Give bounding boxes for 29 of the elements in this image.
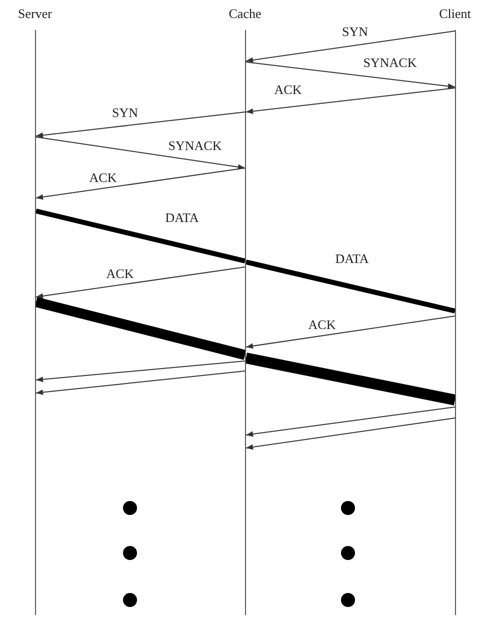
arrow — [36, 136, 246, 170]
arrow — [246, 418, 456, 450]
arrow — [246, 406, 456, 437]
arrow — [36, 266, 246, 299]
arrow — [246, 30, 456, 63]
edge-label: ACK — [307, 318, 337, 332]
arrow — [246, 62, 456, 89]
lifeline-label: Server — [18, 6, 52, 22]
arrow — [36, 360, 246, 382]
edge-label: SYNACK — [362, 56, 418, 70]
edge-label: DATA — [334, 252, 370, 266]
lifeline-label: Client — [439, 6, 471, 22]
arrow — [36, 112, 246, 138]
message-line — [34, 297, 246, 360]
message-line — [35, 208, 246, 264]
arrow — [246, 316, 456, 349]
message-line — [245, 260, 456, 314]
arrow — [36, 168, 246, 200]
arrow — [246, 88, 456, 114]
edge-label: SYNACK — [167, 139, 223, 153]
arrow — [36, 370, 246, 396]
edge-label: SYN — [110, 106, 139, 120]
edge-label: SYN — [340, 25, 369, 39]
edge-label: ACK — [105, 267, 135, 281]
edge-label: ACK — [273, 83, 303, 97]
lifeline-label: Cache — [228, 6, 262, 22]
edge-label: ACK — [88, 171, 118, 185]
edge-label: DATA — [164, 211, 200, 225]
message-line — [244, 352, 456, 406]
